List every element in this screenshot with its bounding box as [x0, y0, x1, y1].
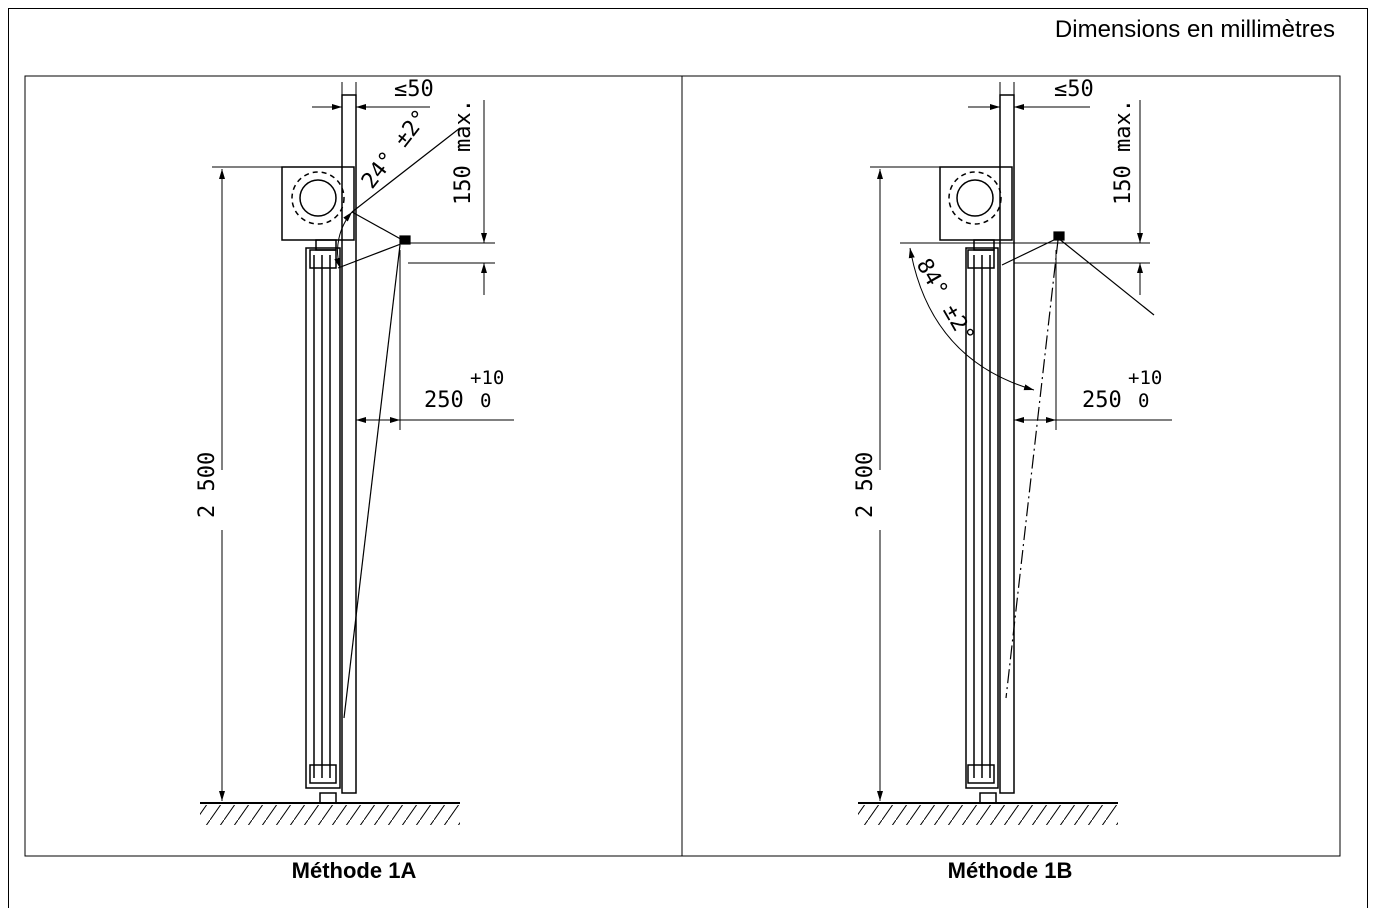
dim-total-height-1a: 2 500	[195, 452, 220, 518]
dim-tol-plus-1b: +10	[1128, 367, 1162, 389]
dim-offset-1a: 250	[424, 388, 464, 413]
dim-tol-minus-1b: 0	[1138, 390, 1149, 412]
shutter-curtain-1a	[305, 94, 357, 804]
test-rig-1b	[1001, 231, 1155, 699]
shutter-curtain-1b	[965, 94, 1015, 804]
dim-tol-minus-1a: 0	[480, 390, 491, 412]
dims-1b	[870, 82, 1172, 801]
dim-total-height-1b: 2 500	[853, 452, 878, 518]
units-label: Dimensions en millimètres	[1054, 16, 1335, 43]
dim-top-gap-1b: ≤50	[1054, 77, 1094, 102]
test-rig-1a	[337, 127, 461, 719]
ground-hatch-1a	[200, 802, 460, 825]
caption-method-1a: Méthode 1A	[291, 858, 417, 883]
shutter-box-1b	[939, 166, 1013, 241]
dim-tol-plus-1a: +10	[470, 367, 504, 389]
dim-top-gap-1a: ≤50	[394, 77, 434, 102]
dim-max-height-1a: 150 max.	[451, 99, 476, 205]
page-frame	[8, 8, 1368, 908]
dims-1a	[212, 82, 514, 801]
shutter-box-1a	[281, 166, 355, 241]
caption-method-1b: Méthode 1B	[947, 858, 1073, 883]
dim-max-height-1b: 150 max.	[1111, 99, 1136, 205]
ground-hatch-1b	[858, 802, 1118, 825]
figure-1b	[858, 82, 1172, 825]
dim-offset-1b: 250	[1082, 388, 1122, 413]
figure-1a	[200, 82, 514, 825]
dim-angle-1a: 24° ±2°	[357, 105, 434, 193]
